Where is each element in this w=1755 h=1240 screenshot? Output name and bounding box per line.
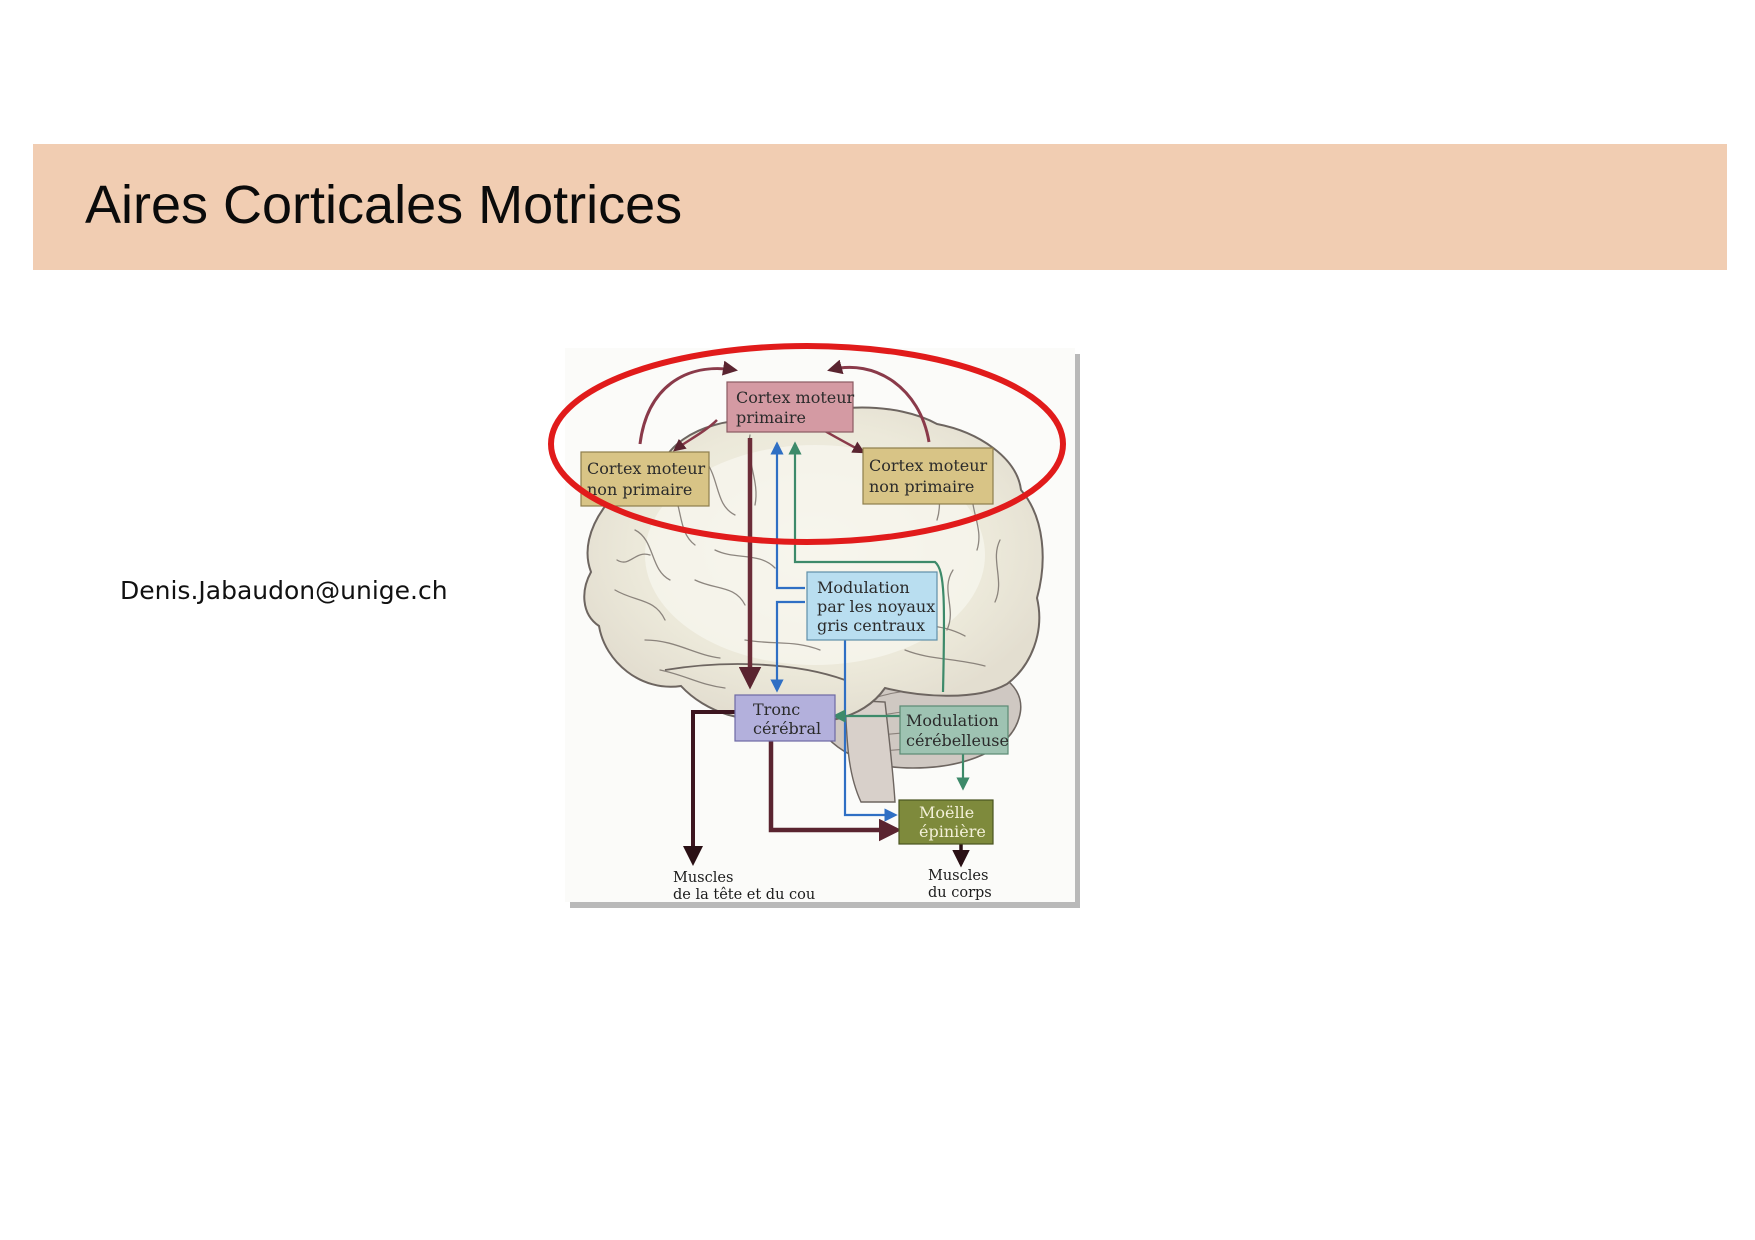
box-non-primary-motor-left: Cortex moteur non primaire <box>580 451 710 507</box>
box-spinal-cord: Moëlle épinière <box>898 799 994 845</box>
head-neck-line-2: de la tête et du cou <box>673 887 815 903</box>
basal-ganglia-line-1: Modulation <box>817 578 910 597</box>
slide-title: Aires Corticales Motrices <box>85 175 683 235</box>
title-band: Aires Corticales Motrices <box>33 144 1727 270</box>
box-brainstem: Tronc cérébral <box>734 694 836 742</box>
non-primary-left-line-2: non primaire <box>587 480 692 499</box>
box-cerebellar-modulation: Modulation cérébelleuse <box>899 705 1009 755</box>
box-primary-motor-cortex: Cortex moteur primaire <box>726 381 855 433</box>
spinal-cord-line-2: épinière <box>919 822 986 841</box>
spinal-cord-line-1: Moëlle <box>919 803 974 822</box>
basal-ganglia-line-2: par les noyaux <box>817 597 935 616</box>
contact-email: Denis.Jabaudon@unige.ch <box>120 576 448 605</box>
body-muscles-line-2: du corps <box>928 885 992 901</box>
non-primary-left-line-1: Cortex moteur <box>587 459 706 478</box>
label-head-neck-muscles: Muscles de la tête et du cou <box>673 870 815 903</box>
brainstem-line-1: Tronc <box>753 700 800 719</box>
cerebellar-line-1: Modulation <box>906 711 999 730</box>
basal-ganglia-line-3: gris centraux <box>817 616 925 635</box>
brainstem-line-2: cérébral <box>753 719 821 738</box>
box-basal-ganglia-modulation: Modulation par les noyaux gris centraux <box>806 571 938 641</box>
label-body-muscles: Muscles du corps <box>928 868 992 901</box>
non-primary-right-line-1: Cortex moteur <box>869 456 988 475</box>
head-neck-line-1: Muscles <box>673 870 733 886</box>
pathway-arrows <box>638 359 970 868</box>
cerebellar-line-2: cérébelleuse <box>906 731 1009 750</box>
highlight-ellipse <box>548 343 1066 545</box>
motor-areas-diagram: Cortex moteur primaire Cortex moteur non… <box>548 343 1080 908</box>
primary-motor-line-1: Cortex moteur <box>736 388 855 407</box>
motor-areas-figure: Cortex moteur primaire Cortex moteur non… <box>545 340 1090 920</box>
primary-motor-line-2: primaire <box>736 408 806 427</box>
non-primary-right-line-2: non primaire <box>869 477 974 496</box>
box-non-primary-motor-right: Cortex moteur non primaire <box>862 447 994 505</box>
body-muscles-line-1: Muscles <box>928 868 988 884</box>
